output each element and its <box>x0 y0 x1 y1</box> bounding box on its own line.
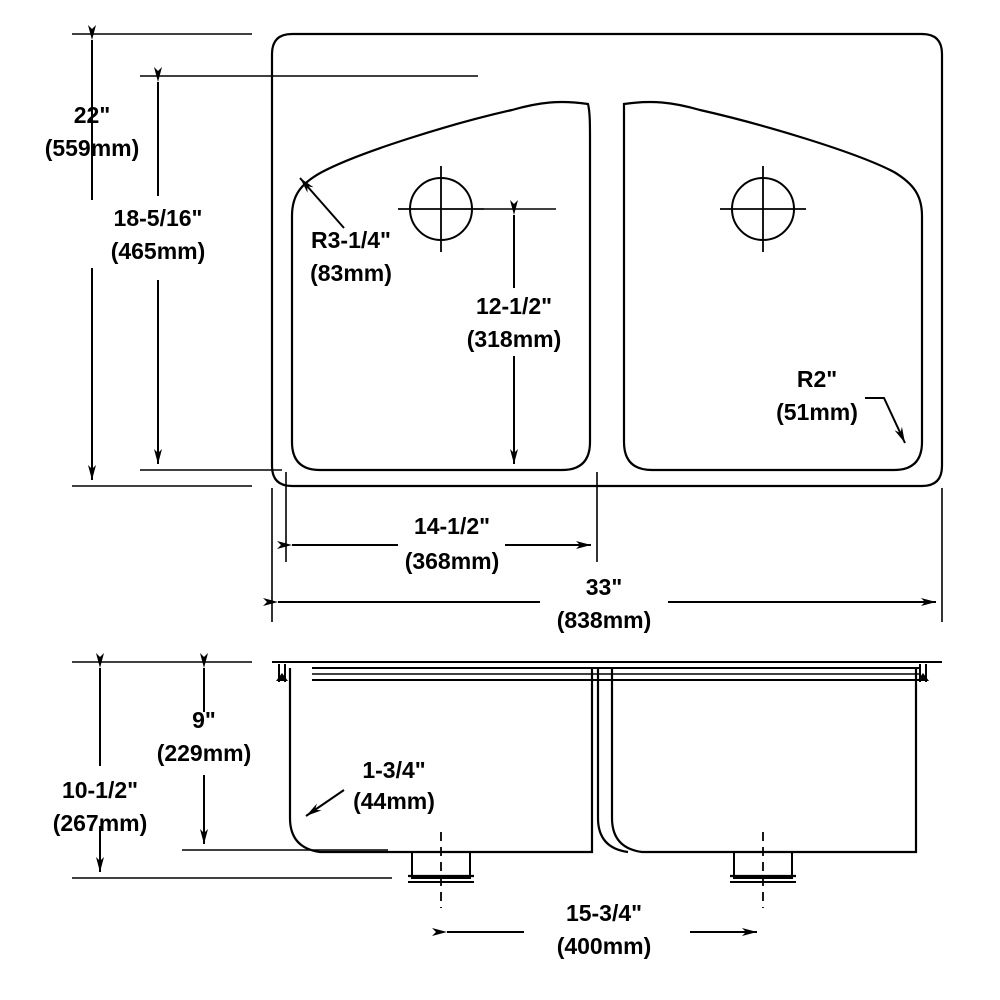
dimension-overall-depth: 22" (559mm) <box>45 25 252 487</box>
corner-radius-small-imperial: R2" <box>797 366 837 392</box>
drain-spacing-imperial: 15-3/4" <box>566 900 642 926</box>
overall-height-metric: (267mm) <box>53 810 148 836</box>
center-divider-left-foot <box>596 817 629 854</box>
left-drain-hole <box>398 166 484 252</box>
overall-width-imperial: 33" <box>586 574 623 600</box>
bowl-height-imperial: 9" <box>192 707 216 733</box>
left-bowl-outline <box>290 100 592 472</box>
right-mounting-clip <box>917 664 929 682</box>
dimension-bowl-depth: 18-5/16" (465mm) <box>111 67 478 471</box>
bottom-radius-imperial: 1-3/4" <box>362 757 425 783</box>
dimension-drain-offset: 12-1/2" (318mm) <box>467 200 562 464</box>
overall-depth-metric: (559mm) <box>45 135 140 161</box>
sink-rim-profile <box>272 661 942 681</box>
bowl-height-metric: (229mm) <box>157 740 252 766</box>
bowl-depth-metric: (465mm) <box>111 238 206 264</box>
front-elevation-view: 10-1/2" (267mm) 9" (229mm) 1-3/4" (44mm) <box>53 653 942 959</box>
left-mounting-clip <box>276 664 288 682</box>
left-bowl-width-metric: (368mm) <box>405 548 500 574</box>
drain-offset-metric: (318mm) <box>467 326 562 352</box>
drain-spacing-metric: (400mm) <box>557 933 652 959</box>
annotation-corner-radius-small: R2" (51mm) <box>776 366 906 444</box>
corner-radius-large-metric: (83mm) <box>310 260 392 286</box>
overall-height-imperial: 10-1/2" <box>62 777 138 803</box>
dimension-left-bowl-width: 14-1/2" (368mm) <box>277 472 598 574</box>
corner-radius-large-imperial: R3-1/4" <box>311 227 391 253</box>
overall-width-metric: (838mm) <box>557 607 652 633</box>
dimension-overall-width: 33" (838mm) <box>263 488 943 633</box>
right-drain-outlet <box>730 832 796 908</box>
annotation-bottom-radius: 1-3/4" (44mm) <box>305 757 435 817</box>
dimension-overall-height: 10-1/2" (267mm) <box>53 653 392 879</box>
left-drain-outlet <box>408 832 474 908</box>
sink-deck-outline <box>270 32 944 488</box>
right-bowl-elevation <box>610 668 918 854</box>
annotation-corner-radius-large: R3-1/4" (83mm) <box>299 177 392 286</box>
overall-depth-imperial: 22" <box>74 102 111 128</box>
drain-offset-imperial: 12-1/2" <box>476 293 552 319</box>
corner-radius-small-metric: (51mm) <box>776 399 858 425</box>
dimension-drain-spacing: 15-3/4" (400mm) <box>432 900 757 959</box>
bowl-depth-imperial: 18-5/16" <box>114 205 203 231</box>
right-drain-hole <box>720 166 806 252</box>
dimension-bowl-height: 9" (229mm) <box>157 653 388 851</box>
left-bowl-elevation <box>288 668 594 854</box>
bottom-radius-metric: (44mm) <box>353 788 435 814</box>
right-bowl-outline <box>622 100 924 472</box>
left-bowl-width-imperial: 14-1/2" <box>414 513 490 539</box>
top-view: 22" (559mm) 18-5/16" (465mm) R3-1/4" (83… <box>45 25 944 633</box>
